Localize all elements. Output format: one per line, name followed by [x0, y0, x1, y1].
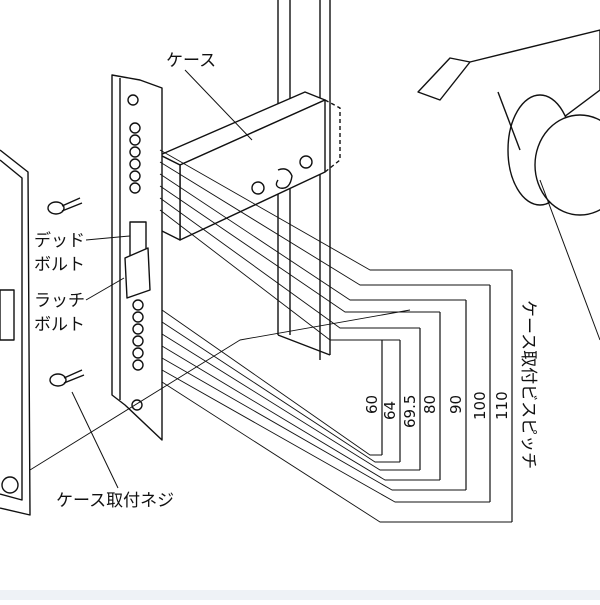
- leader-lines: [71, 69, 600, 489]
- case-screw-top: [47, 197, 83, 215]
- deadbolt-label-2: ボルト: [34, 255, 85, 275]
- dimension-arrows: [381, 270, 513, 522]
- projection-lines: [29, 149, 512, 523]
- latch-shape: [124, 247, 151, 299]
- latch-label-2: ボルト: [34, 315, 85, 335]
- screw-hole-column-top: [129, 122, 141, 194]
- case-pitch-label: ケース取付ビスピッチ: [518, 300, 538, 469]
- dim-64: 64: [381, 401, 399, 420]
- dim-110: 110: [493, 391, 511, 420]
- door-face-plate: [0, 149, 31, 516]
- dim-100: 100: [471, 391, 489, 420]
- knob-assembly: [417, 29, 600, 216]
- deadbolt-label-1: デッド: [34, 230, 85, 251]
- dim-90: 90: [447, 395, 465, 414]
- dim-69-5: 69.5: [401, 395, 419, 428]
- screw-hole-column-bottom: [132, 299, 144, 371]
- front-plate: [111, 74, 163, 441]
- case-label: ケース: [166, 51, 216, 71]
- dim-80: 80: [421, 395, 439, 414]
- lock-case: [159, 91, 341, 241]
- latch-label-1: ラッチ: [34, 291, 85, 311]
- case-screw-bottom: [49, 369, 85, 387]
- case-screw-label: ケース取付ネジ: [56, 491, 174, 511]
- bottom-band: [0, 590, 600, 600]
- dim-60: 60: [363, 395, 381, 414]
